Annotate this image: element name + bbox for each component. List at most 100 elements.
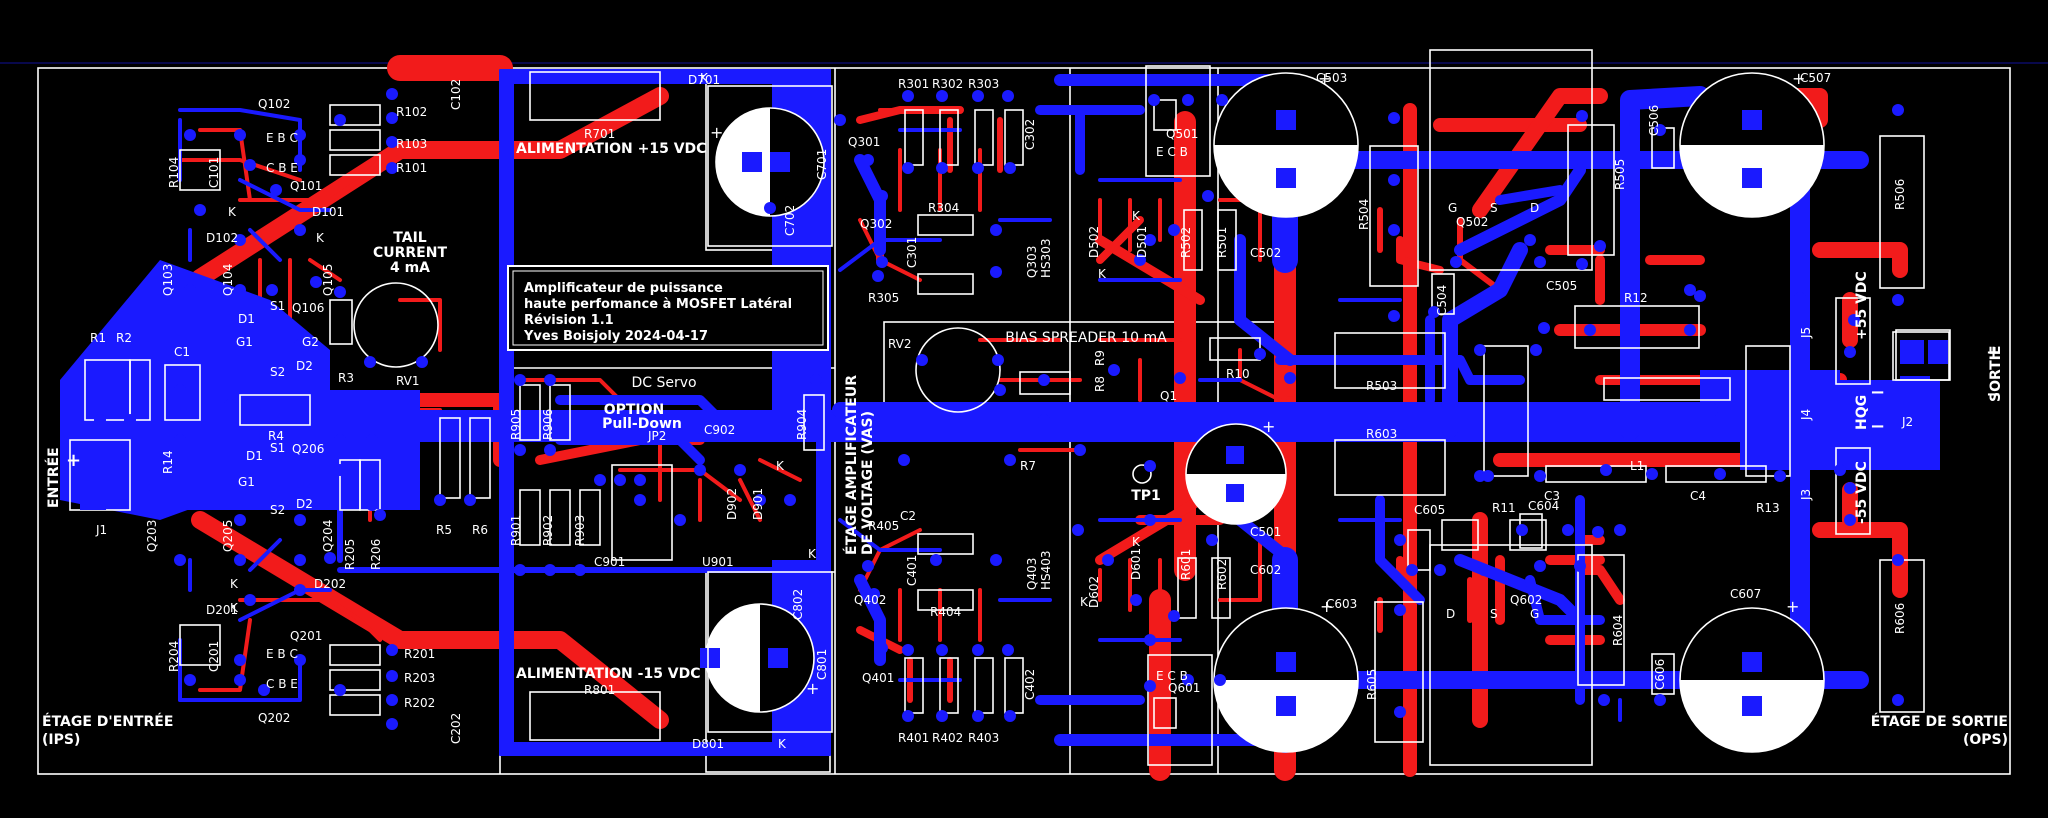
ref-c1: C1 — [174, 345, 190, 359]
via — [1406, 564, 1418, 576]
svg-text:−: − — [1870, 382, 1885, 403]
via — [1038, 414, 1050, 426]
svg-text:+: + — [1318, 69, 1331, 88]
via — [416, 356, 428, 368]
ref-c504: C504 — [1435, 285, 1449, 316]
ref-j3: J3 — [1799, 489, 1813, 501]
ref-r303: R303 — [968, 77, 999, 91]
ref-r8: R8 — [1093, 376, 1107, 392]
via — [898, 454, 910, 466]
ref-r104: R104 — [167, 157, 181, 188]
ref-cbe-q101: C B E — [266, 161, 298, 175]
via — [994, 384, 1006, 396]
ref-r1: R1 — [90, 331, 106, 345]
title-line3: Révision 1.1 — [524, 313, 614, 328]
via — [234, 654, 246, 666]
ref-g502: G — [1448, 201, 1457, 215]
via — [234, 674, 246, 686]
via — [634, 494, 646, 506]
ref-d1-top: D1 — [238, 312, 255, 326]
ref-r10: R10 — [1226, 367, 1250, 381]
ref-k-d101: K — [228, 205, 237, 219]
via — [992, 354, 1004, 366]
via — [1202, 190, 1214, 202]
ref-q602: Q602 — [1510, 593, 1542, 607]
ref-r605: R605 — [1365, 669, 1379, 700]
via — [544, 444, 556, 456]
via — [1654, 124, 1666, 136]
via — [1684, 284, 1696, 296]
via — [386, 112, 398, 124]
via — [876, 256, 888, 268]
section-labels: ÉTAGE D'ENTRÉE (IPS) ÉTAGE DE SORTIE (OP… — [42, 141, 2008, 748]
via — [902, 710, 914, 722]
via — [386, 718, 398, 730]
ref-r302: R302 — [932, 77, 963, 91]
via — [1216, 94, 1228, 106]
reference-designators: Q102 Q101 R102 R103 R101 C102 R104 C101 … — [90, 71, 1913, 751]
via — [386, 162, 398, 174]
ref-g1-bot: G1 — [238, 475, 255, 489]
via — [754, 494, 766, 506]
via — [902, 90, 914, 102]
via — [1848, 314, 1860, 326]
via — [1108, 364, 1120, 376]
ref-r101: R101 — [396, 161, 427, 175]
label-input-stage: ÉTAGE D'ENTRÉE — [42, 713, 173, 730]
ref-j5: J5 — [1799, 327, 1813, 339]
via — [1168, 610, 1180, 622]
ref-u901: U901 — [702, 555, 734, 569]
label-psu-neg: ALIMENTATION -15 VDC — [516, 666, 701, 682]
via — [1584, 324, 1596, 336]
svg-text:+: + — [806, 679, 819, 698]
via — [1844, 346, 1856, 358]
svg-text:+: + — [1320, 597, 1333, 616]
ref-r801: R801 — [584, 683, 615, 697]
ref-c401: C401 — [905, 555, 919, 586]
via — [862, 154, 874, 166]
via — [1530, 344, 1542, 356]
via — [1388, 174, 1400, 186]
svg-text:+: + — [1262, 417, 1275, 436]
ref-c702: C702 — [783, 205, 797, 236]
via — [1004, 710, 1016, 722]
via — [784, 494, 796, 506]
via — [1534, 470, 1546, 482]
via — [464, 494, 476, 506]
via — [1834, 464, 1846, 476]
ref-q104: Q104 — [221, 264, 235, 296]
via — [366, 434, 378, 446]
ref-q105: Q105 — [321, 264, 335, 296]
ref-r604: R604 — [1611, 615, 1625, 646]
c503-capacitor — [1213, 72, 1359, 218]
via — [386, 644, 398, 656]
ref-q401: Q401 — [862, 671, 894, 685]
via — [1562, 524, 1574, 536]
via — [386, 670, 398, 682]
c701-capacitor — [715, 107, 825, 217]
via — [184, 129, 196, 141]
ref-r405: R405 — [868, 519, 899, 533]
via — [972, 90, 984, 102]
via — [1038, 374, 1050, 386]
ref-r102: R102 — [396, 105, 427, 119]
ref-s1-top: S1 — [270, 299, 285, 313]
ref-j4: J4 — [1799, 409, 1813, 421]
via — [1134, 254, 1146, 266]
via — [902, 644, 914, 656]
via — [1144, 234, 1156, 246]
via — [174, 384, 186, 396]
via — [94, 414, 106, 426]
ref-c101: C101 — [207, 157, 221, 188]
via — [1534, 560, 1546, 572]
ref-r401: R401 — [898, 731, 929, 745]
via — [294, 154, 306, 166]
via — [1072, 524, 1084, 536]
via — [1474, 344, 1486, 356]
via — [734, 464, 746, 476]
ref-r12: R12 — [1624, 291, 1648, 305]
label-vas-1: ÉTAGE AMPLIFICATEUR — [843, 375, 860, 555]
via — [334, 464, 346, 476]
ref-c801: C801 — [815, 649, 829, 680]
ref-s502: S — [1490, 201, 1498, 215]
